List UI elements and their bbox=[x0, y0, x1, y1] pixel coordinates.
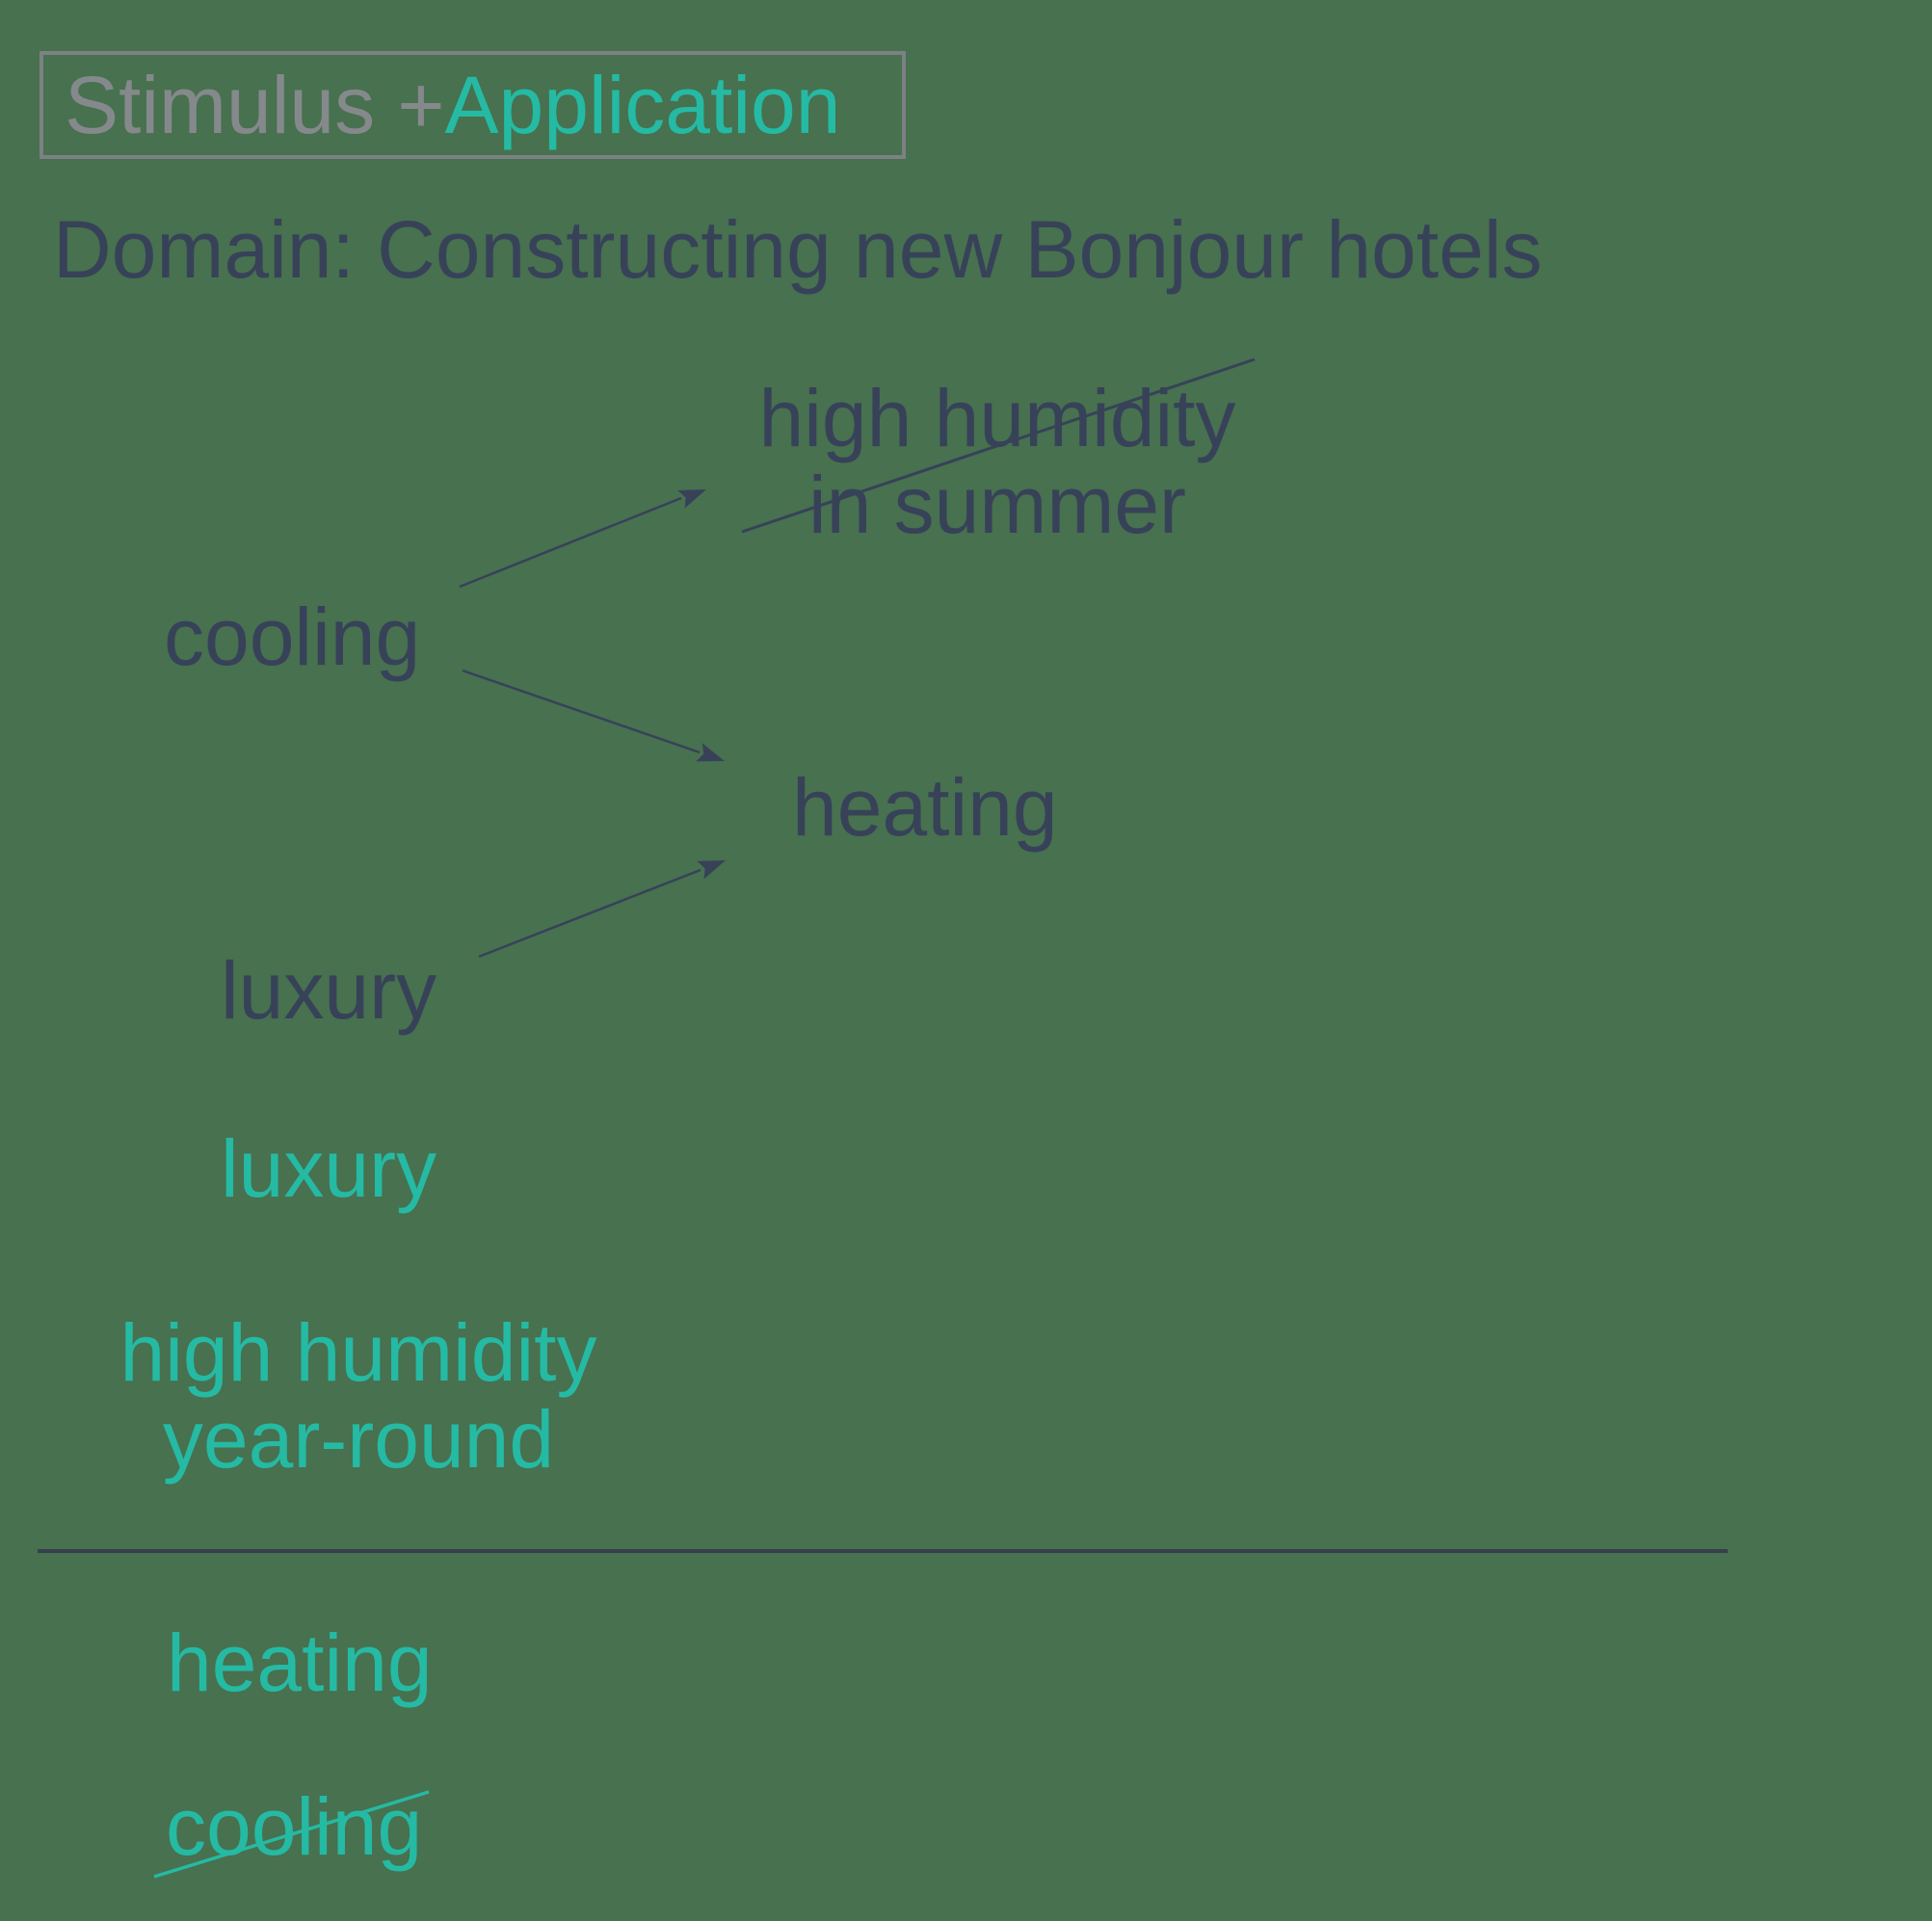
arrow-cooling-to-summer-humidity-line bbox=[459, 496, 682, 589]
title-stimulus-text: Stimulus + bbox=[65, 60, 445, 150]
stimulus-heating-label: heating bbox=[167, 1618, 433, 1708]
title-application-text: Application bbox=[444, 60, 841, 150]
title-box: Stimulus + Application bbox=[40, 51, 906, 159]
domain-title: Domain: Constructing new Bonjour hotels bbox=[53, 204, 1543, 295]
crossed-label-line1: high humidity bbox=[758, 373, 1236, 463]
crossed-label-line2: in summer bbox=[807, 460, 1187, 550]
arrow-cooling-to-heating-line bbox=[462, 669, 701, 754]
arrow-cooling-to-heating-head-icon bbox=[696, 743, 725, 762]
luxury-node-label: luxury bbox=[221, 945, 437, 1036]
arrow-luxury-to-heating-line bbox=[478, 868, 701, 959]
crossed-high-humidity-summer-label: high humidity in summer bbox=[759, 375, 1236, 548]
cooling-node-label: cooling bbox=[164, 592, 421, 682]
stimulus-humidity-label: high humidity year-round bbox=[120, 1309, 597, 1483]
arrow-cooling-to-summer-humidity-head-icon bbox=[677, 489, 706, 509]
stimulus-humidity-line2: year-round bbox=[162, 1394, 555, 1485]
arrow-luxury-to-heating-head-icon bbox=[697, 860, 726, 880]
heating-node-label: heating bbox=[792, 762, 1058, 853]
stimulus-cooling-label: cooling bbox=[166, 1781, 423, 1872]
stimulus-humidity-line1: high humidity bbox=[119, 1307, 597, 1398]
stimulus-luxury-label: luxury bbox=[221, 1123, 437, 1214]
